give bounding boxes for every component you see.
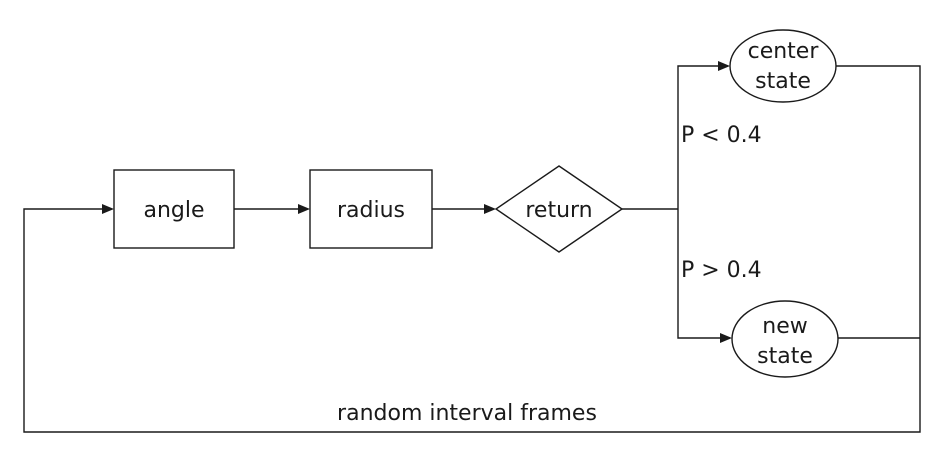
center-state-label-line2: state [755,69,811,94]
return-decision-node: return [494,165,624,253]
return-label: return [525,198,592,223]
radius-node: radius [309,169,433,249]
center-state-ellipse [729,29,837,103]
return-diamond [494,165,624,253]
new-state-ellipse [731,300,839,378]
branch-to-center-line [677,65,728,209]
arrowhead-into-angle [102,204,114,214]
radius-label: radius [337,198,405,223]
new-state-label-line2: state [757,344,813,369]
edge-label-to-new: P > 0.4 [681,258,762,283]
angle-label: angle [143,198,204,223]
new-state-node: new state [731,300,839,378]
feedback-loop-line [23,65,921,433]
new-state-label-line1: new [762,314,807,339]
center-state-label-line1: center [748,39,820,64]
arrowhead-into-new-state [720,333,732,343]
edge-label-loop-back: random interval frames [337,401,597,426]
edge-label-to-center: P < 0.4 [681,123,762,148]
branch-to-new-line [677,209,730,339]
radius-box [309,169,433,249]
angle-box [113,169,235,249]
arrowhead-into-center-state [718,61,730,71]
angle-node: angle [113,169,235,249]
arrowhead-into-radius [298,204,310,214]
connectors [23,65,921,433]
center-state-node: center state [729,29,837,103]
arrowheads [102,61,732,343]
arrowhead-into-return [484,204,496,214]
